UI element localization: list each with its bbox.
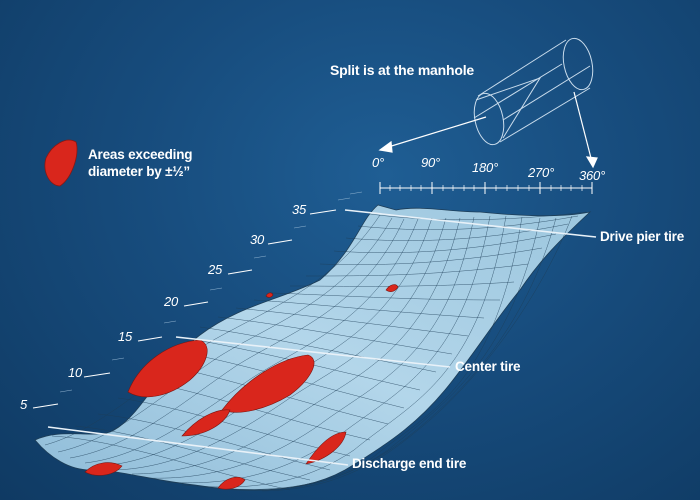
length-label-5: 5 (20, 397, 28, 412)
legend-swatch (44, 139, 78, 187)
length-label-10: 10 (68, 365, 83, 380)
discharge-tire-line (47, 426, 349, 466)
red-area-right-low (305, 431, 347, 465)
angle-label-360: 360° (579, 168, 606, 183)
drive-pier-tire-label: Drive pier tire (600, 229, 685, 244)
legend-line-2: diameter by ±½” (88, 164, 190, 179)
red-area-upper-small (385, 284, 399, 292)
legend-text: Areas exceeding diameter by ±½” (88, 146, 238, 180)
angle-label-180: 180° (472, 160, 499, 175)
drive-tire-line (344, 209, 597, 238)
red-area-center-left (127, 339, 208, 398)
split-label: Split is at the manhole (330, 62, 474, 78)
length-label-15: 15 (118, 329, 133, 344)
red-area-tiny (265, 292, 274, 298)
length-label-20: 20 (164, 294, 179, 309)
legend-line-1: Areas exceeding (88, 147, 193, 162)
angle-label-90: 90° (421, 155, 441, 170)
length-label-30: 30 (250, 232, 265, 247)
angle-label-270: 270° (528, 165, 555, 180)
angle-axis (379, 182, 593, 194)
length-label-35: 35 (292, 202, 307, 217)
red-area-bottom-mid (217, 476, 246, 490)
discharge-end-tire-label: Discharge end tire (352, 456, 467, 471)
cylinder-illustration (473, 37, 594, 146)
split-arrows (378, 91, 598, 169)
red-area-lower-mid (181, 409, 231, 437)
angle-label-0: 0° (372, 155, 385, 170)
center-tire-line (175, 336, 451, 368)
center-tire-label: Center tire (455, 359, 521, 374)
red-area-bottom-left (84, 462, 123, 476)
red-area-center-mid (221, 354, 315, 413)
length-label-25: 25 (208, 262, 223, 277)
tire-lines (47, 209, 597, 466)
length-axis-minor (59, 191, 363, 393)
exceedance-areas (84, 284, 399, 490)
shell-surface (34, 204, 592, 491)
length-axis (32, 209, 337, 409)
